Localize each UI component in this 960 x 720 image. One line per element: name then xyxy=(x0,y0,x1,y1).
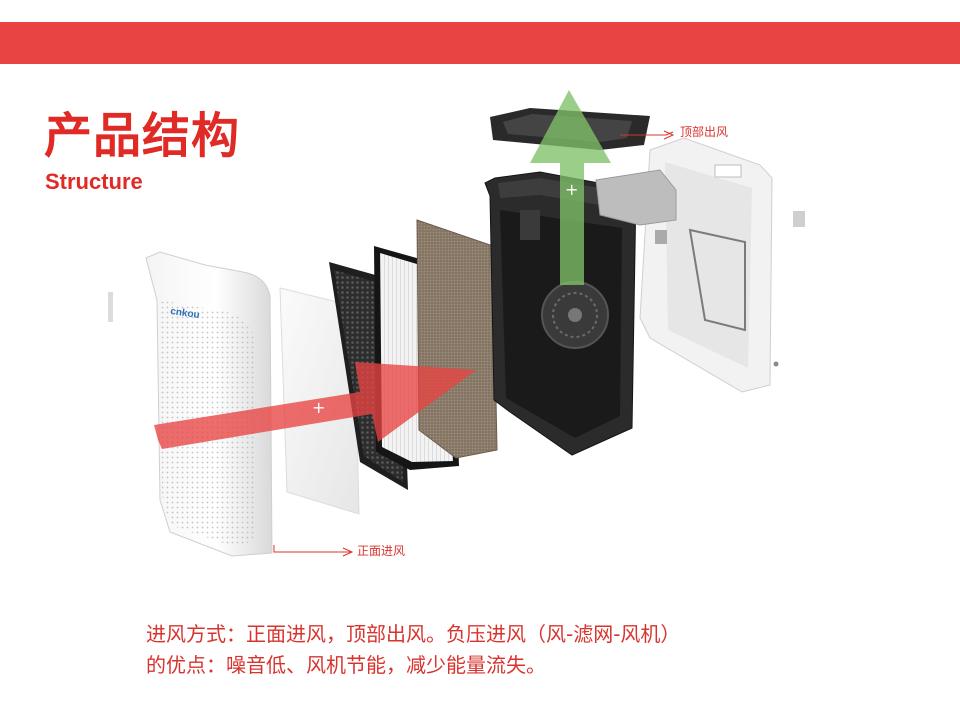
screw xyxy=(773,361,779,367)
connector-bracket xyxy=(595,169,677,226)
header-accent-bar xyxy=(0,22,960,64)
airflow-out-arrow: + xyxy=(530,90,611,285)
callout-line-top xyxy=(620,131,674,136)
exploded-purifier-illustration: cnkou + + xyxy=(108,90,805,557)
description-line-1: 进风方式：正面进风，顶部出风。负压进风（风-滤网-风机） xyxy=(146,622,681,646)
airflow-in-arrow: + xyxy=(154,362,476,449)
svg-text:+: + xyxy=(565,180,578,199)
description-line-2: 的优点：噪音低、风机节能，减少能量流失。 xyxy=(146,653,546,677)
callout-front-inlet: 正面进风 xyxy=(357,544,406,558)
page-title: 产品结构 xyxy=(44,108,241,164)
main-body xyxy=(484,171,637,456)
callout-line-front xyxy=(273,545,352,553)
side-clip xyxy=(108,292,113,322)
small-plate xyxy=(793,211,805,227)
svg-text:+: + xyxy=(312,398,325,417)
callout-top-outlet: 顶部出风 xyxy=(680,125,729,139)
brand-logo: cnkou xyxy=(170,306,201,321)
description-text: 进风方式：正面进风，顶部出风。负压进风（风-滤网-风机） 的优点：噪音低、风机节… xyxy=(146,619,936,681)
mesh-filter xyxy=(416,219,498,459)
page-subtitle: Structure xyxy=(45,169,143,194)
front-shell: cnkou xyxy=(145,251,273,557)
